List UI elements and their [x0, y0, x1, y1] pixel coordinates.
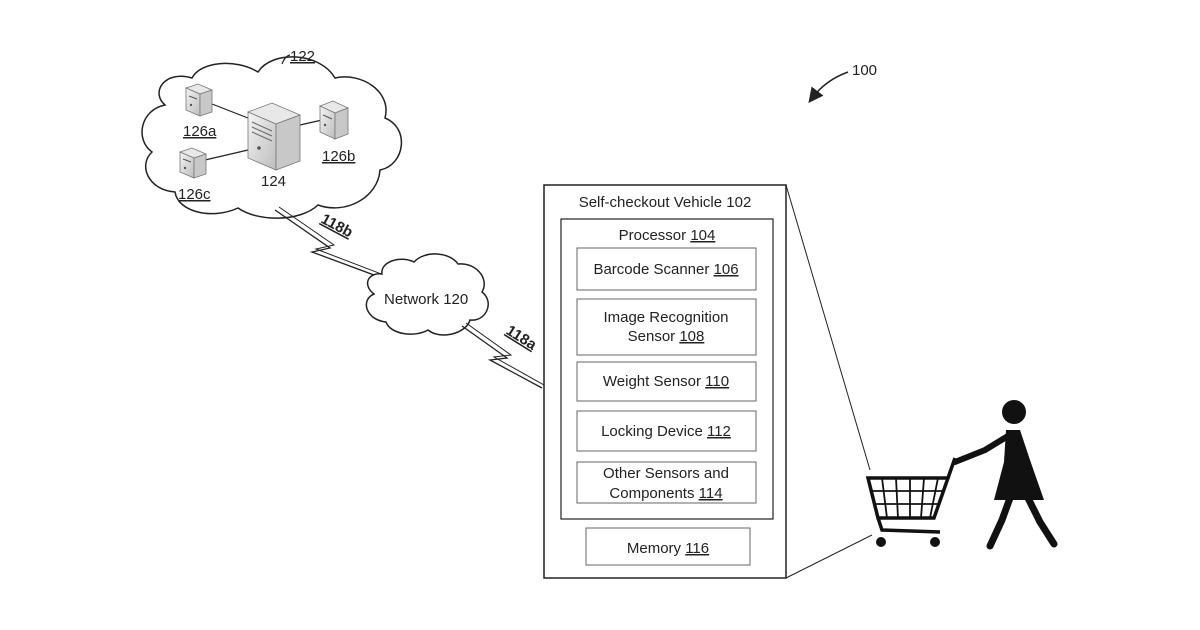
server-126a-icon: [186, 84, 212, 116]
locking-device-label: Locking Device 112: [601, 423, 731, 440]
figure-ref-label: 100: [852, 62, 877, 79]
link-118b-label: 118b: [318, 211, 355, 242]
weight-sensor-label: Weight Sensor 110: [603, 373, 729, 390]
weight-sensor-text: Weight Sensor: [603, 373, 701, 390]
shopper-figure-icon: [955, 400, 1054, 546]
locking-device-ref: 112: [707, 423, 731, 440]
main-server-icon: [248, 103, 300, 170]
network-label: Network 120: [384, 291, 468, 308]
callout-lines: [786, 185, 872, 578]
image-recognition-line2: Sensor 108: [628, 328, 705, 345]
server-126a-label: 126a: [183, 123, 217, 140]
image-recognition-ref: 108: [679, 328, 704, 345]
server-126b-icon: [320, 101, 348, 139]
server-126c-label: 126c: [178, 186, 211, 203]
other-sensors-line2: Components 114: [609, 485, 722, 502]
network-ref: 120: [443, 291, 468, 308]
other-sensors-ref: 114: [699, 485, 723, 502]
wireless-link-118a: 118a: [462, 322, 544, 388]
barcode-scanner-ref: 106: [714, 261, 739, 278]
processor-ref: 104: [690, 227, 715, 244]
barcode-scanner-label: Barcode Scanner 106: [593, 261, 738, 278]
vehicle-ref: 102: [726, 194, 751, 211]
cloud-ref-label: 122: [290, 48, 315, 65]
network-name: Network: [384, 291, 440, 308]
weight-sensor-ref: 110: [705, 373, 729, 390]
barcode-scanner-text: Barcode Scanner: [593, 261, 709, 278]
vehicle-title-text: Self-checkout Vehicle: [579, 194, 722, 211]
image-recognition-box: [577, 299, 756, 355]
other-sensors-text: Components: [609, 485, 694, 502]
memory-label: Memory 116: [627, 540, 709, 557]
memory-text: Memory: [627, 540, 682, 557]
vehicle-title: Self-checkout Vehicle 102: [579, 194, 752, 211]
link-118a-label: 118a: [503, 322, 540, 354]
image-recognition-line1: Image Recognition: [603, 309, 728, 326]
memory-ref: 116: [685, 540, 709, 557]
shopping-cart-icon: [868, 458, 955, 547]
figure-ref-100: 100: [813, 62, 877, 97]
image-recognition-text: Sensor: [628, 328, 676, 345]
other-sensors-line1: Other Sensors and: [603, 465, 729, 482]
processor-title: Processor 104: [619, 227, 716, 244]
main-server-label: 124: [261, 173, 286, 190]
server-126c-icon: [180, 148, 206, 178]
processor-label: Processor: [619, 227, 687, 244]
server-126b-label: 126b: [322, 148, 355, 165]
locking-device-text: Locking Device: [601, 423, 703, 440]
